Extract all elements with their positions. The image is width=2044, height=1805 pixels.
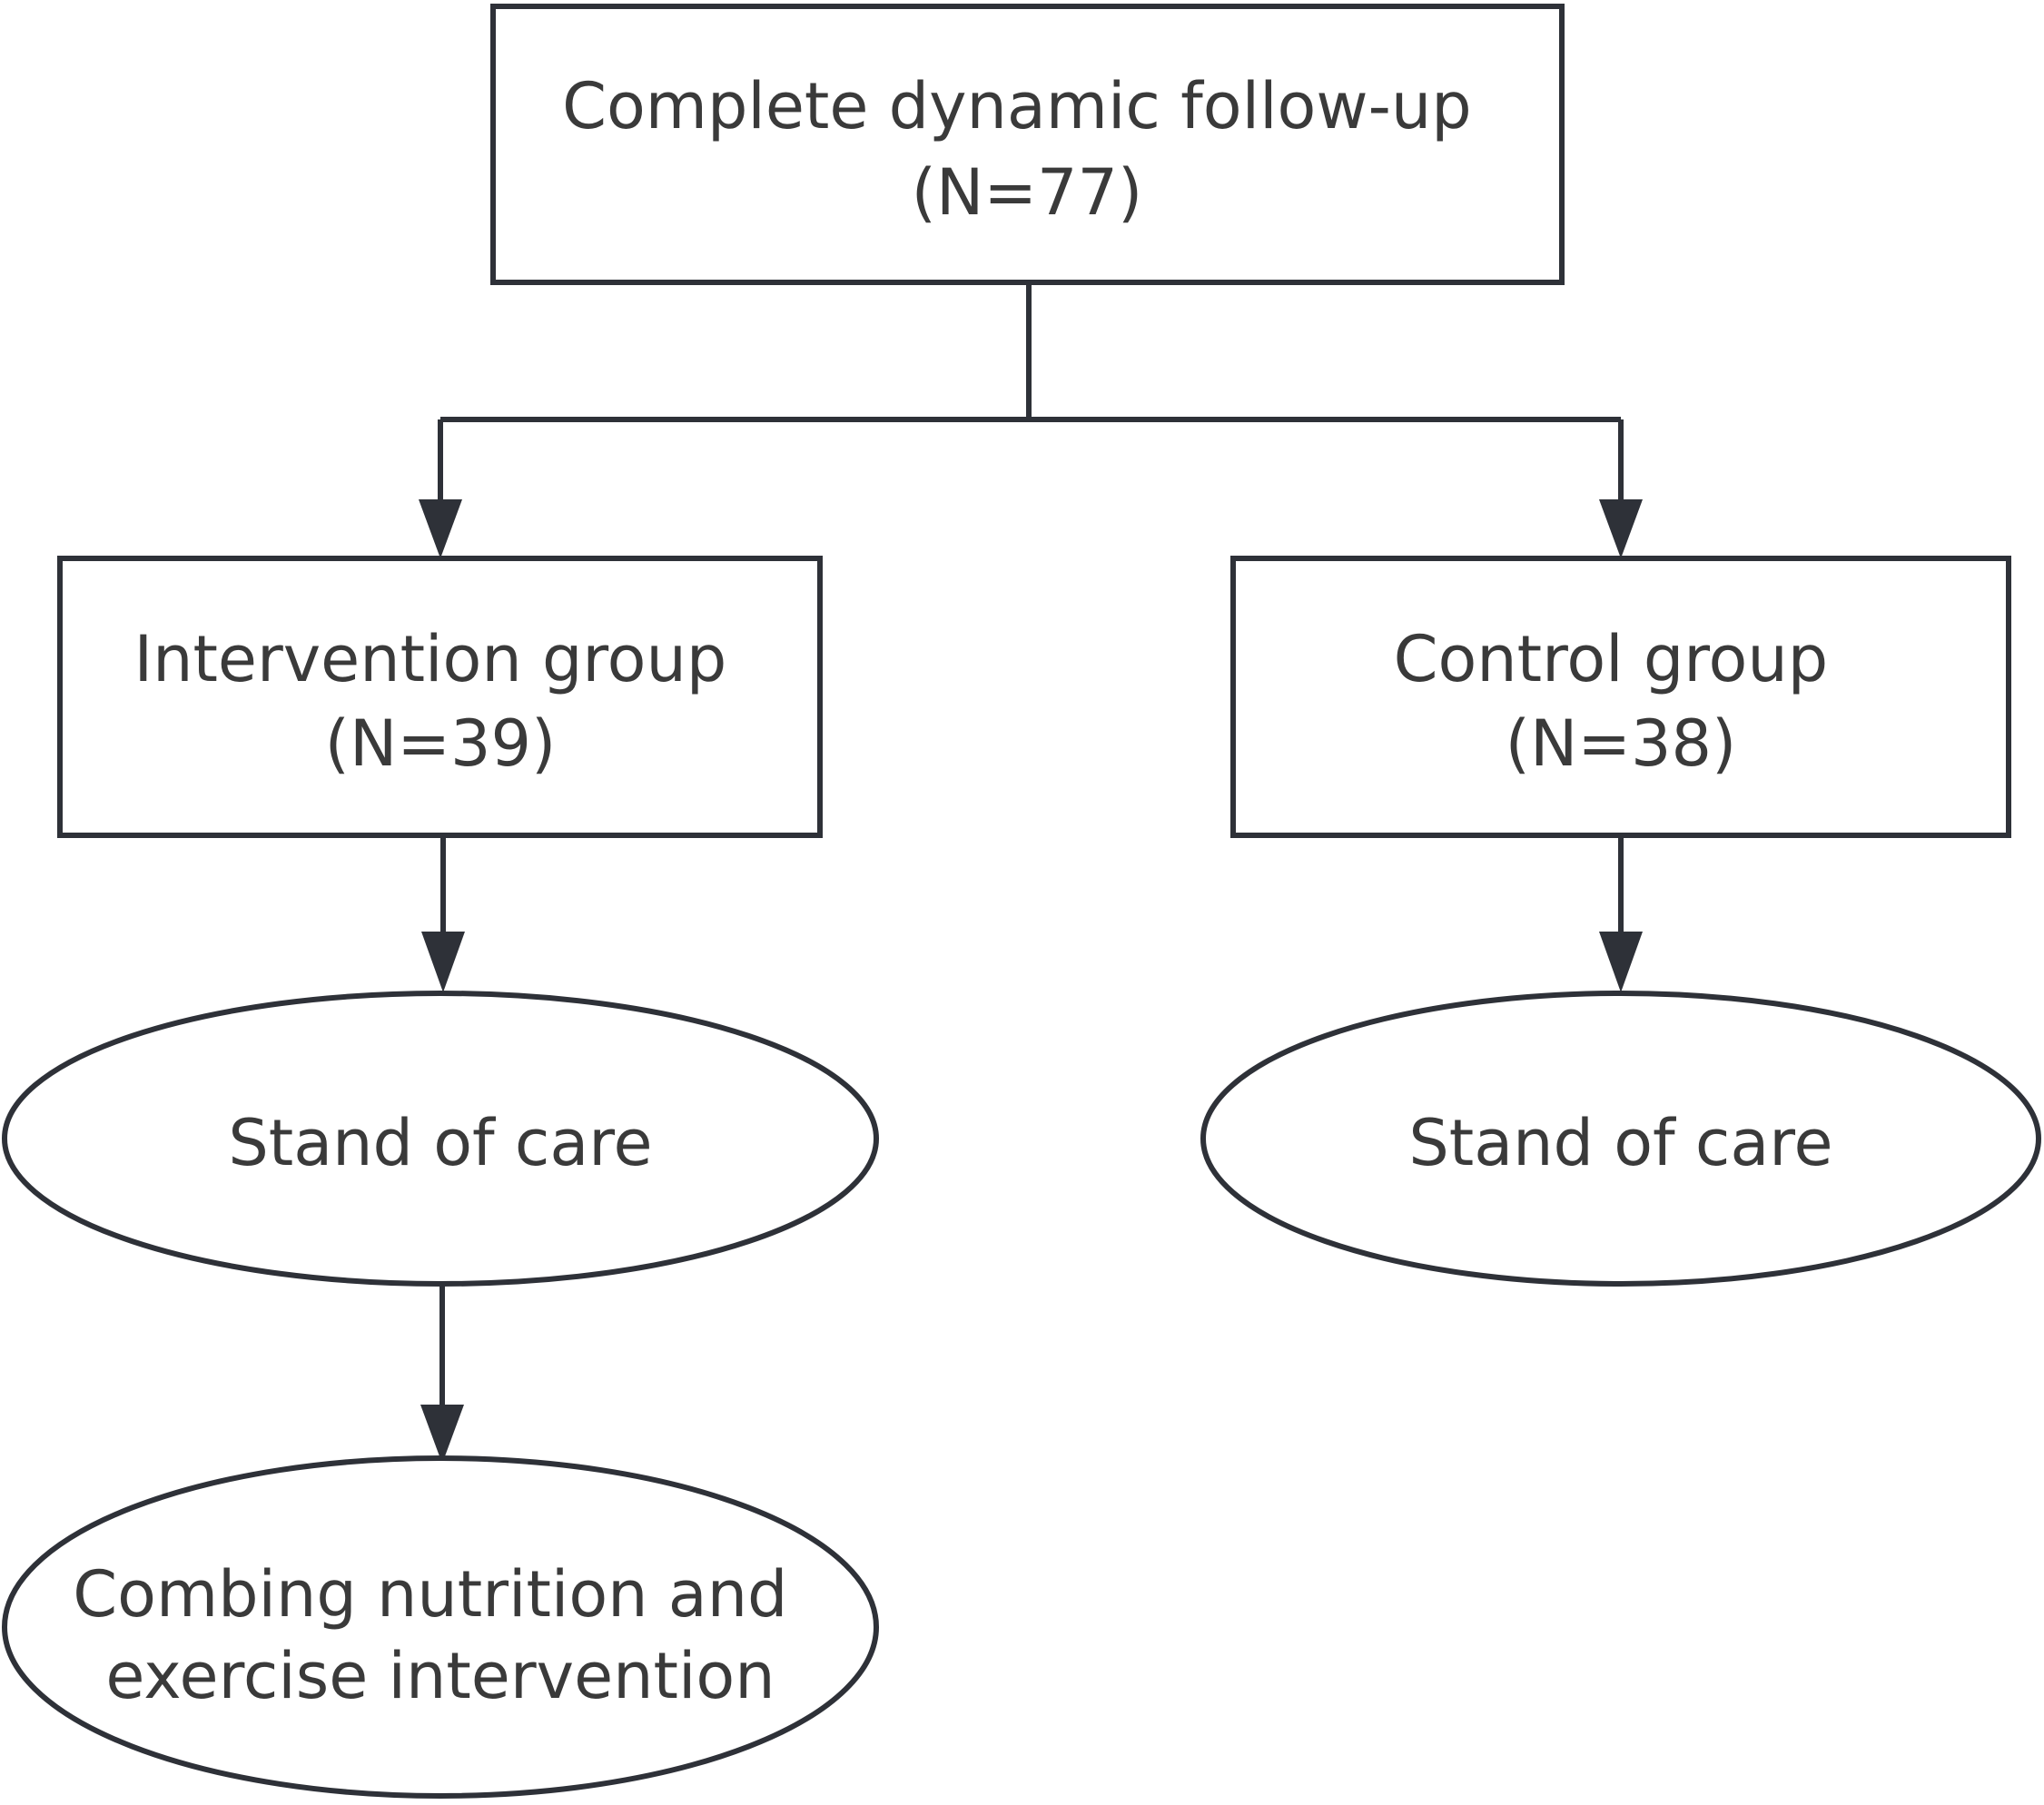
arrowhead-control-care (1599, 932, 1643, 992)
followup-label: Complete dynamic follow-up (N=77) (562, 69, 1492, 230)
followup-box (490, 4, 1565, 285)
node-intervention-group: Intervention group (N=39) (57, 556, 823, 838)
arrowhead-intervention (419, 499, 462, 558)
intervention-group-label: Intervention group (N=39) (133, 622, 746, 781)
intervention-care-ellipse (2, 991, 879, 1287)
intervention-group-box (57, 556, 823, 838)
combined-intervention-ellipse (2, 1455, 879, 1799)
control-group-label: Control group (N=38) (1394, 622, 1849, 781)
combined-intervention-label: Combing nutrition and exercise intervent… (73, 1557, 808, 1713)
control-care-label: Stand of care (1408, 1106, 1832, 1180)
control-group-box (1230, 556, 2011, 838)
node-control-group: Control group (N=38) (1230, 556, 2011, 838)
node-intervention-standard-care: Stand of care (2, 991, 879, 1287)
arrowhead-intervention-care (421, 932, 465, 992)
node-followup: Complete dynamic follow-up (N=77) (490, 4, 1565, 285)
node-combined-intervention: Combing nutrition and exercise intervent… (2, 1455, 879, 1799)
edge-followup-to-groups (440, 284, 1621, 422)
connectors (419, 284, 1643, 1464)
intervention-care-label: Stand of care (228, 1106, 652, 1180)
arrowhead-combined (420, 1405, 464, 1464)
arrowhead-control (1599, 499, 1643, 558)
node-control-standard-care: Stand of care (1200, 991, 2041, 1287)
control-care-ellipse (1200, 991, 2041, 1287)
